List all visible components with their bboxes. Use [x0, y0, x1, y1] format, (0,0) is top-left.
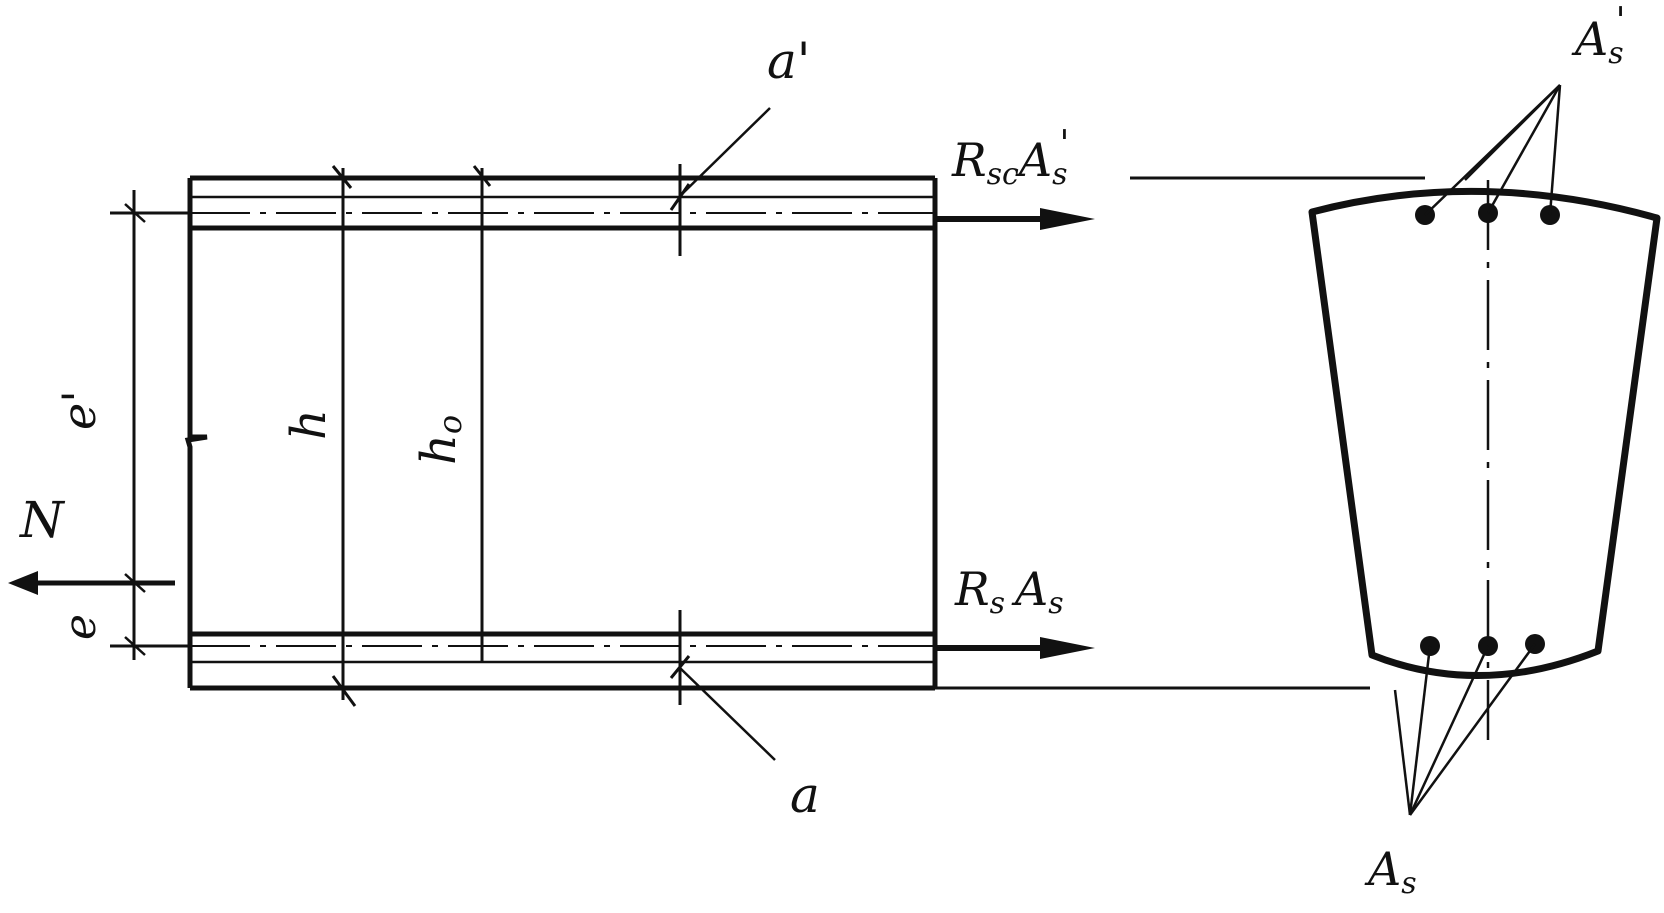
dimension-e — [110, 190, 190, 660]
marker-a-prime — [669, 107, 771, 256]
cross-section-outline — [1308, 187, 1661, 679]
bottom-reinforcement-band — [190, 631, 935, 664]
label-e-prime: e' — [52, 390, 106, 430]
label-N: N — [19, 491, 66, 549]
force-bottom-arrow — [935, 637, 1095, 659]
leader-lines-As-prime — [1424, 84, 1562, 216]
dimension-h — [331, 165, 357, 707]
force-top-arrow — [935, 208, 1095, 230]
top-reinforcement-band — [190, 195, 935, 231]
label-h0: ho — [411, 415, 469, 465]
label-As: As — [1364, 842, 1417, 901]
marker-a — [669, 610, 776, 761]
label-h: h — [281, 409, 337, 440]
label-a: a — [790, 766, 820, 824]
label-As-prime: As' — [1571, 1, 1626, 71]
top-bars — [1415, 203, 1560, 225]
label-e: e — [55, 614, 106, 640]
label-a-prime: a' — [767, 32, 811, 90]
label-force-top: RscAs' — [951, 124, 1069, 192]
member-body — [184, 175, 938, 691]
dimension-h0 — [472, 165, 492, 662]
leader-lines-As — [1393, 643, 1537, 816]
bottom-bars — [1420, 634, 1545, 656]
force-N-arrow — [8, 571, 175, 595]
